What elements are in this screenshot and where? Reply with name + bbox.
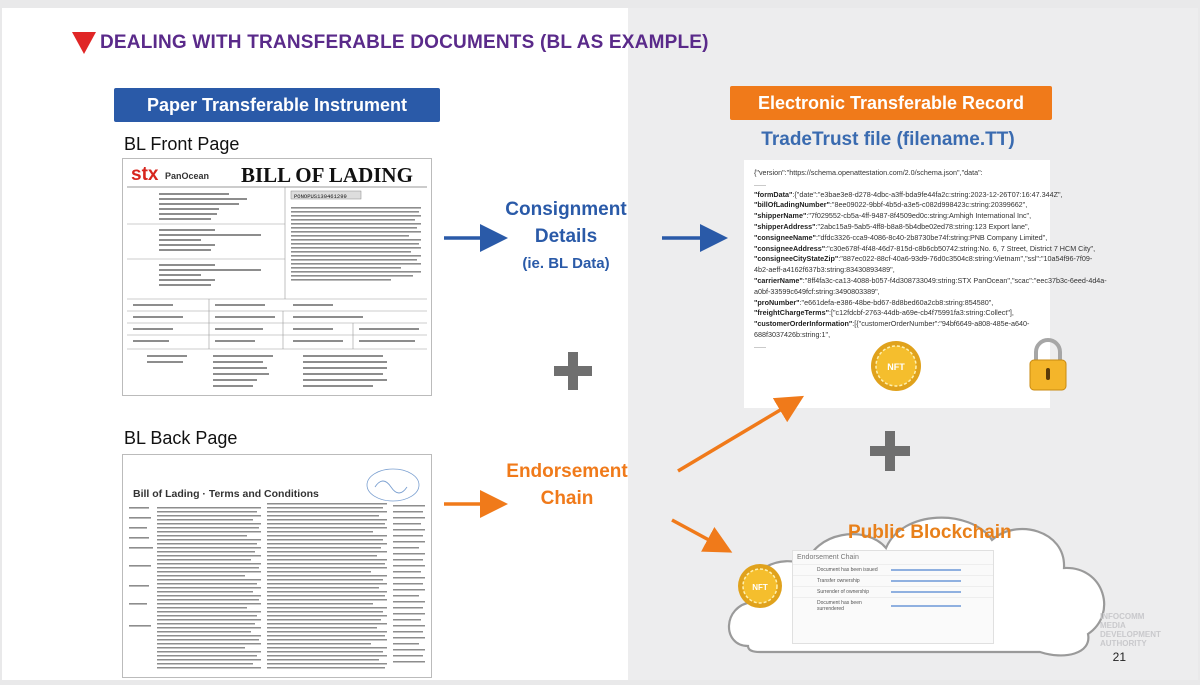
arrow-up-right-icon	[677, 395, 805, 473]
json-line: {"version":"https://schema.openattestati…	[754, 168, 1040, 179]
json-value: :"dfdc3326-cca9-4086-8c40-2b8730be74f:st…	[815, 232, 1048, 242]
public-blockchain-label: Public Blockchain	[848, 522, 1012, 543]
json-line: "freightChargeTerms":["c12fdcbf-2763-44d…	[754, 308, 1040, 319]
json-key: "formData"	[754, 189, 793, 199]
json-value: :[{"customerOrderNumber":"94bf6649-a808-…	[852, 319, 1030, 329]
plus-icon	[870, 431, 910, 471]
bl-heading: BILL OF LADING	[241, 163, 413, 187]
nft-coin-label: NFT	[887, 362, 905, 372]
json-value: :"8ee09022-9bbf-4b5d-a3e5-c082d998423c:s…	[829, 200, 1028, 210]
plus-icon	[554, 352, 592, 390]
endorsement-row-label: Document has been surrendered	[817, 600, 862, 612]
json-line: "proNumber":"e661defa-e386-48be-bd67-8d8…	[754, 298, 1040, 309]
json-line: a0bf-33599c649fcf:string:3490803389",	[754, 287, 1040, 298]
json-key: "carrierName"	[754, 275, 803, 285]
json-key: "proNumber"	[754, 297, 800, 307]
json-key: "shipperAddress"	[754, 221, 816, 231]
json-line: "formData":{"date":"e3bae3e8-d278-4dbc-a…	[754, 189, 1063, 201]
endorsement-row: Surrender of ownership	[793, 586, 993, 597]
json-value: 4b2-aeff-a4162f637b3:string:83430893489"…	[754, 265, 895, 275]
endorsement-row-label: Document has been issued	[817, 567, 878, 573]
json-key: "consigneeAddress"	[754, 243, 826, 253]
endorsement-panel-title: Endorsement Chain	[797, 554, 859, 561]
json-value: ......	[754, 178, 766, 188]
json-line: ......	[754, 179, 1040, 190]
nft-coin-icon: NFT	[738, 564, 782, 608]
endorsement-row-label: Surrender of ownership	[817, 589, 869, 595]
bl-back-page-image: Bill of Lading · Terms and Conditions	[122, 454, 432, 678]
slide: DEALING WITH TRANSFERABLE DOCUMENTS (BL …	[2, 8, 1198, 680]
json-key: "billOfLadingNumber"	[754, 200, 830, 210]
consignment-line2: Details	[534, 226, 598, 247]
json-value: :"7f029552-cb5a-4ff-9487-8f4509ed0c:stri…	[806, 211, 1032, 221]
triangle-marker-icon	[72, 32, 96, 54]
endorsement-row: Document has been surrendered	[793, 597, 993, 614]
endorsement-row-address	[891, 580, 961, 582]
json-line: "billOfLadingNumber":"8ee09022-9bbf-4b5d…	[754, 200, 1040, 211]
consignment-sub: (ie. BL Data)	[522, 255, 610, 272]
bl-front-document-drawing: stx PanOcean BILL OF LADING PONOPUS13046…	[123, 159, 431, 395]
json-line: "carrierName":"8ff4fa3c-ca13-4088-b057-f…	[754, 275, 1107, 287]
json-key: "shipperName"	[754, 211, 807, 221]
bl-front-page-label: BL Front Page	[124, 134, 240, 154]
bl-front-page-image: stx PanOcean BILL OF LADING PONOPUS13046…	[122, 158, 432, 396]
endorsement-row-address	[891, 605, 961, 607]
json-value: 688f3037426b:string:1",	[754, 329, 831, 339]
arrows-layer: NFT NFT	[444, 224, 1067, 608]
json-line: "shipperName":"7f029552-cb5a-4ff-9487-8f…	[754, 211, 1040, 222]
endorsement-row: Document has been issued	[793, 564, 993, 575]
page-number: 21	[1112, 650, 1126, 664]
padlock-icon	[1029, 338, 1067, 391]
endorsement-row-address	[891, 591, 961, 593]
json-value: :{"date":"e3bae3e8-d278-4dbc-a3ff-bda9fe…	[792, 189, 1063, 199]
endorsement-line1: Endorsement	[506, 461, 628, 482]
paper-transferable-instrument-pill: Paper Transferable Instrument	[114, 88, 440, 122]
bl-back-page-label: BL Back Page	[124, 428, 238, 448]
json-value: :"2abc15a9-5ab5-4ff8-b8a8-5b4dbe02ed78:s…	[815, 221, 1030, 231]
endorsement-row-label: Transfer ownership	[817, 578, 860, 584]
tradetrust-file-title: TradeTrust file (filename.TT)	[761, 129, 1015, 150]
endorsement-chain-panel: Endorsement Chain Document has been issu…	[792, 550, 994, 644]
slide-title: DEALING WITH TRANSFERABLE DOCUMENTS (BL …	[100, 32, 709, 53]
json-line: "shipperAddress":"2abc15a9-5ab5-4ff8-b8a…	[754, 222, 1040, 233]
json-key: "customerOrderInformation"	[754, 319, 853, 329]
nft-coin-icon: NFT	[871, 341, 921, 391]
json-line: 4b2-aeff-a4162f637b3:string:83430893489"…	[754, 265, 1040, 276]
json-value: :"8ff4fa3c-ca13-4088-b057-f4d308733049:s…	[802, 275, 1107, 285]
json-value: :"e661defa-e386-48be-bd67-8d8bed60a2cb8:…	[799, 297, 994, 307]
arrow-down-right-icon	[671, 518, 733, 553]
json-value: ......	[754, 340, 766, 350]
brand-logo: stx	[131, 164, 159, 185]
json-value: :["c12fdcbf-2763-44db-a69e-cb4f75991fa3:…	[828, 308, 1014, 318]
brand-sub: PanOcean	[165, 171, 209, 181]
json-value: :"c30e678f-4f48-46d7-815d-c8b6cb50742:st…	[825, 243, 1096, 253]
endorsement-row-address	[891, 569, 961, 571]
json-key: "consigneeCityStateZip"	[754, 254, 839, 264]
endorsement-row: Transfer ownership	[793, 575, 993, 586]
json-line: "consigneeAddress":"c30e678f-4f48-46d7-8…	[754, 243, 1095, 255]
imda-watermark: INFOCOMM MEDIA DEVELOPMENT AUTHORITY	[1100, 612, 1161, 648]
consignment-line1: Consignment	[505, 199, 627, 220]
json-line: "consigneeCityStateZip":"887ec022-88cf-4…	[754, 254, 1092, 265]
endorsement-line2: Chain	[540, 488, 594, 509]
json-line: 688f3037426b:string:1",	[754, 330, 1040, 341]
json-line: "customerOrderInformation":[{"customerOr…	[754, 319, 1040, 330]
json-key: "freightChargeTerms"	[754, 308, 829, 318]
bl-back-document-drawing: Bill of Lading · Terms and Conditions	[123, 455, 431, 677]
bl-reference: PONOPUS130461299	[294, 193, 347, 200]
json-value: :"887ec022-88cf-40a6-93d9-76d0c3504c8:st…	[838, 254, 1093, 264]
json-value: a0bf-33599c649fcf:string:3490803389",	[754, 286, 880, 296]
consignment-details-label: Consignment Details (ie. BL Data)	[500, 196, 632, 277]
json-value: {"version":"https://schema.openattestati…	[754, 168, 983, 177]
electronic-transferable-record-pill: Electronic Transferable Record	[730, 86, 1052, 120]
json-line: "consigneeName":"dfdc3326-cca9-4086-8c40…	[754, 232, 1047, 244]
nft-coin-label: NFT	[752, 583, 768, 592]
bl-back-heading: Bill of Lading · Terms and Conditions	[133, 488, 319, 500]
json-line: ......	[754, 341, 1040, 352]
json-key: "consigneeName"	[754, 232, 816, 242]
endorsement-chain-label: Endorsement Chain	[500, 458, 634, 512]
